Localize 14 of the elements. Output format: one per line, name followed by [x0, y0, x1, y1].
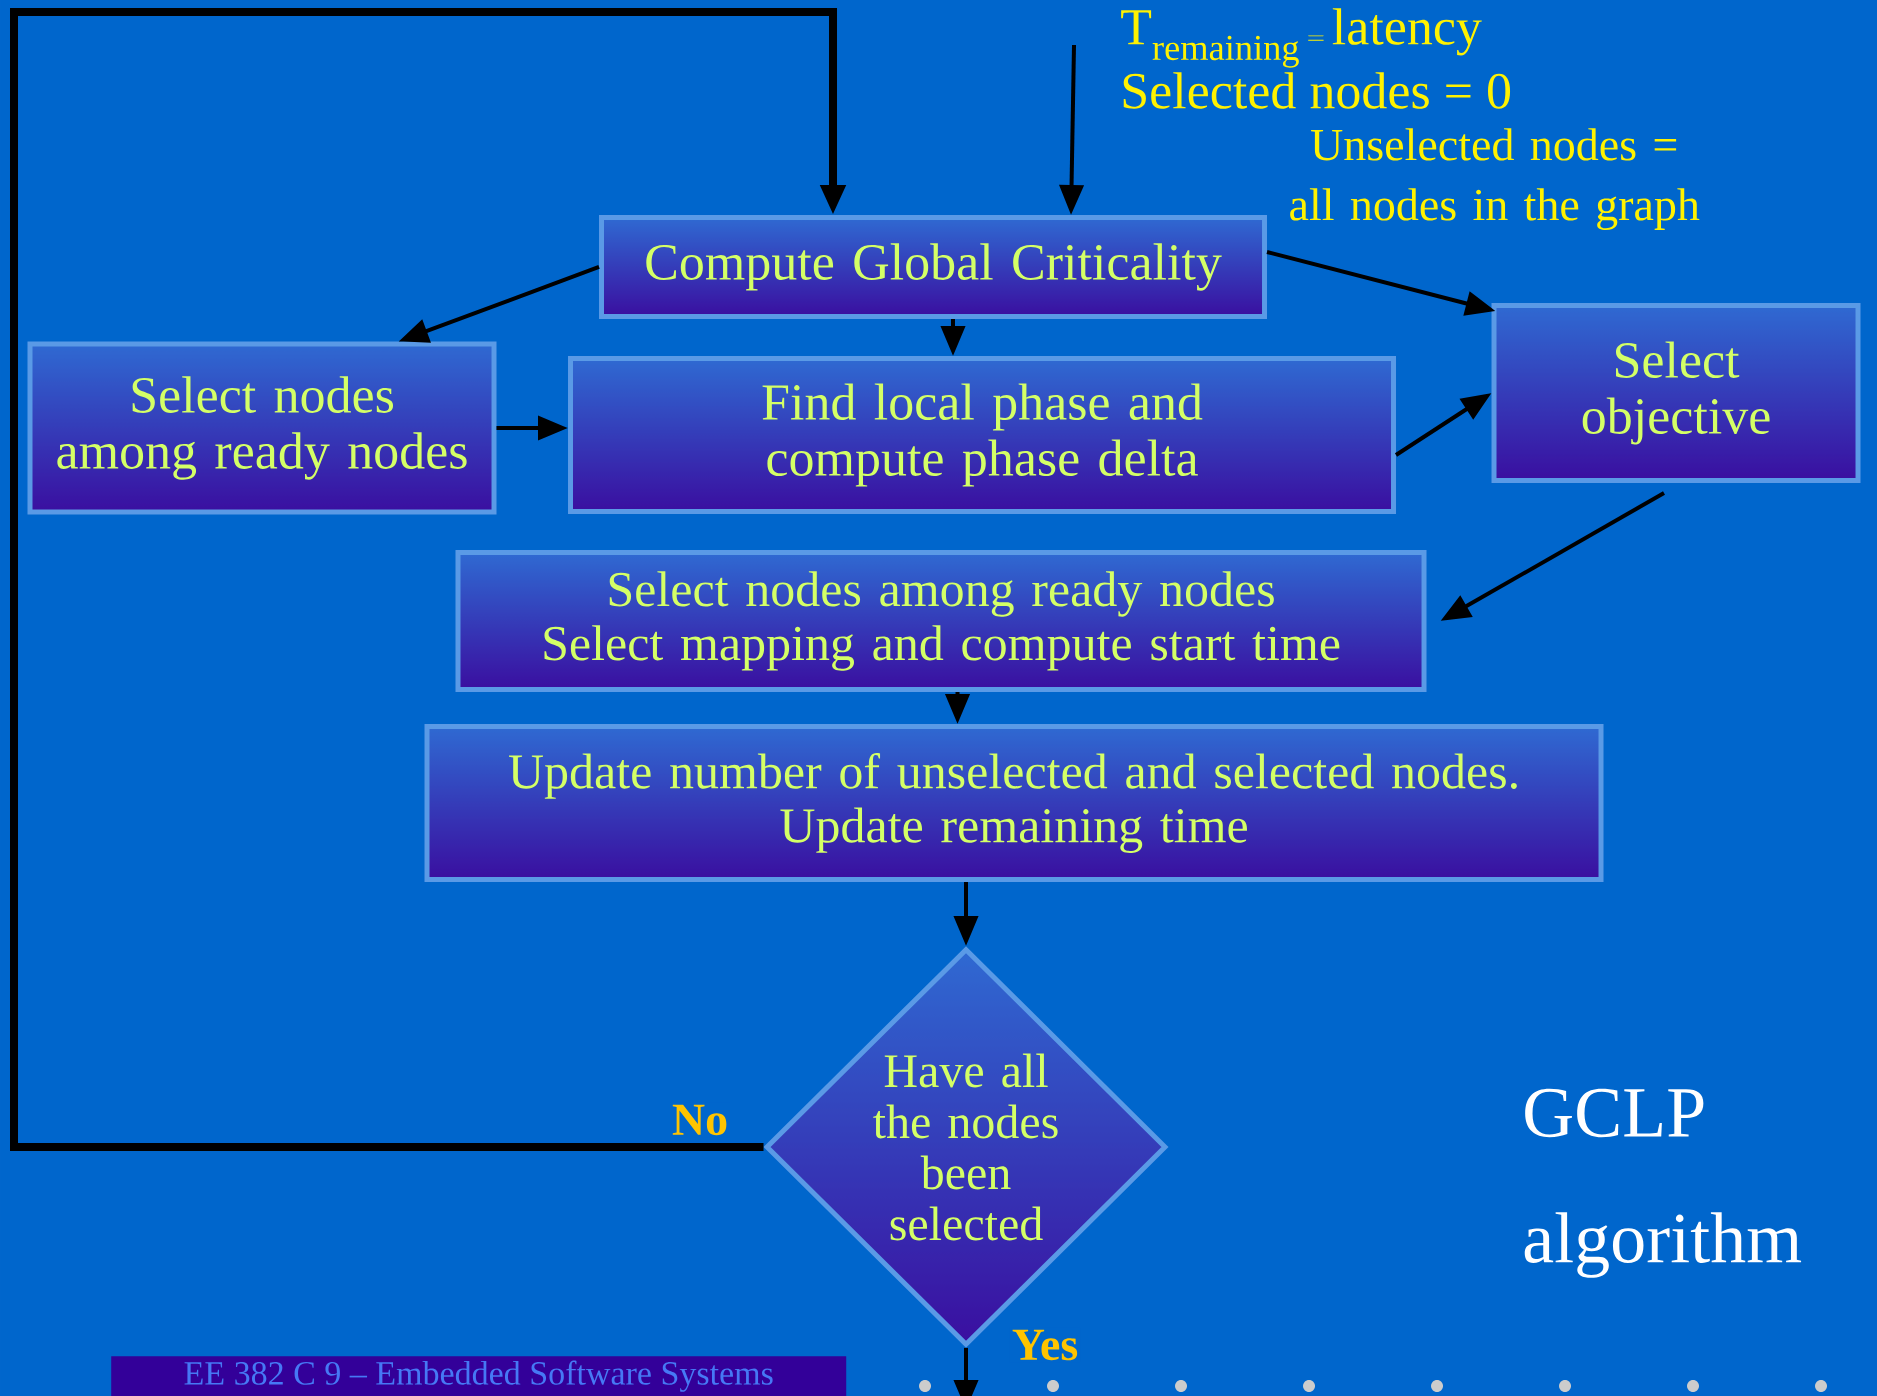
footer-band: EE 382 C 9 – Embedded Software Systems	[111, 1356, 847, 1396]
condition-text: $\mathrm{T}_{\mathrm{remaining}} = \mathrm{latency}$	[1121, 8, 1482, 68]
arrow	[10, 8, 847, 1151]
process-box: Select nodes among ready nodes Select mapping and compute start time	[455, 550, 1427, 692]
process-box: Compute Global Criticality	[599, 215, 1267, 319]
process-box: Select nodes among ready nodes	[27, 341, 497, 515]
title-text: GCLP	[1525, 1088, 1704, 1138]
title-text: algorithm	[1524, 1212, 1802, 1278]
process-box: Select objective	[1491, 303, 1861, 483]
process-box: Update number of unselected and selected nodes. Update remaining time	[424, 724, 1604, 882]
process-box: Find local phase and compute phase delta	[568, 356, 1396, 514]
condition-text: Selected nodes = 0	[1123, 72, 1511, 109]
condition-text: Unselected nodes = all nodes in the graph	[1290, 128, 1700, 231]
edge-label: No	[672, 1104, 727, 1136]
